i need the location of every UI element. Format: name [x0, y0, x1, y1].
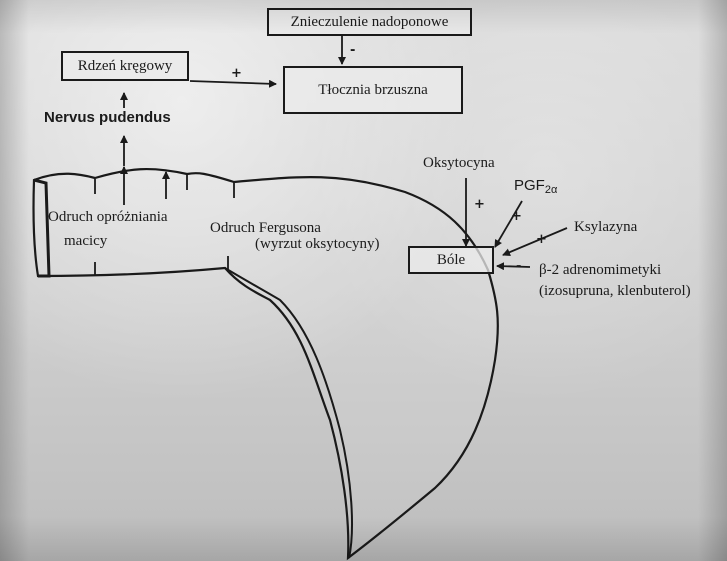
odruch-oproznienia-line2: macicy	[64, 233, 108, 249]
cervix-left-edge	[33, 178, 51, 278]
arrow-beta-to-bole	[496, 262, 531, 271]
odruch-oproznienia-line1: Odruch opróżniania	[48, 209, 168, 225]
uterus-outline	[32, 167, 499, 561]
oksytocyna-label: Oksytocyna	[423, 155, 495, 171]
beta-line1: β-2 adrenomimetyki	[539, 262, 662, 278]
rdzen-label: Rdzeń kręgowy	[77, 57, 173, 74]
node-znieczulenie: Znieczulenie nadoponowe	[267, 8, 472, 36]
tlocznia-label: Tłocznia brzuszna	[318, 81, 428, 98]
ksylazyna-label: Ksylazyna	[574, 219, 638, 235]
pgf-main: PGF	[514, 177, 545, 194]
nervus-pudendus-label: Nervus pudendus	[44, 109, 171, 126]
uterus-inner-curve	[224, 267, 353, 559]
sign-beta-to-bole: -	[516, 259, 522, 274]
node-rdzen: Rdzeń kręgowy	[61, 51, 189, 81]
pgf-sub: 2α	[544, 184, 558, 196]
sign-pgf-to-bole: +	[511, 209, 522, 224]
beta-line2: (izosupruna, klenbuterol)	[539, 283, 691, 299]
arrow-ksylazyna-to-bole	[502, 227, 568, 256]
sign-rdzen-to-tlocznia: +	[231, 66, 242, 81]
bole-label: Bóle	[436, 251, 466, 268]
sign-znieczulenie-to-tlocznia: -	[350, 43, 356, 58]
arrow-pgf-to-bole	[494, 200, 523, 248]
pgf-label: PGF2α	[514, 177, 557, 199]
sign-oksytocyna-to-bole: +	[474, 197, 485, 212]
sign-ksylazyna-to-bole: +	[536, 232, 547, 247]
node-tlocznia: Tłocznia brzuszna	[283, 66, 463, 114]
znieczulenie-label: Znieczulenie nadoponowe	[290, 13, 449, 30]
arrow-rdzen-to-tlocznia	[189, 79, 277, 88]
node-bole: Bóle	[408, 246, 494, 274]
odruch-fergusona-line2: (wyrzut oksytocyny)	[255, 236, 380, 252]
odruch-fergusona-line1: Odruch Fergusona	[210, 220, 321, 236]
